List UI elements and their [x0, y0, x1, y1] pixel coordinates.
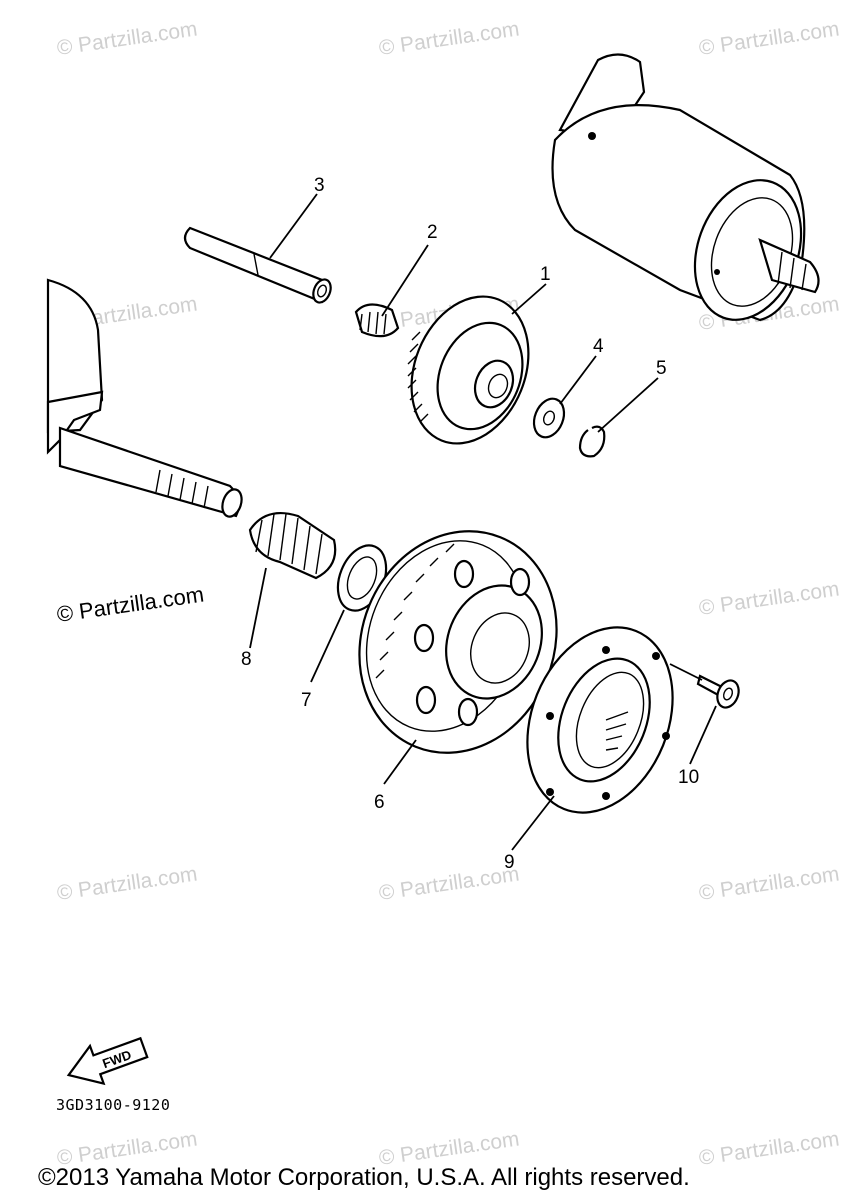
watermark: © Partzilla.com: [55, 17, 198, 59]
bolt: [696, 674, 740, 709]
starter-wheel-gear: [358, 530, 558, 754]
watermark: © Partzilla.com: [697, 577, 840, 619]
idler-gear: [407, 295, 530, 445]
callout-4: 4: [593, 336, 604, 357]
needle-bearing-small: [354, 303, 400, 338]
needle-bearing-large: [248, 512, 337, 580]
crankshaft: [46, 278, 243, 518]
circlip: [578, 425, 606, 458]
callout-5: 5: [656, 358, 667, 379]
callout-6: 6: [374, 792, 385, 813]
watermark: © Partzilla.com: [697, 17, 840, 59]
watermark-dark: © Partzilla.com: [55, 582, 205, 627]
shaft: [183, 226, 332, 304]
copyright-notice: ©2013 Yamaha Motor Corporation, U.S.A. A…: [38, 1164, 690, 1191]
watermark: © Partzilla.com: [377, 17, 520, 59]
one-way-clutch: [526, 626, 674, 814]
starter-motor: [551, 53, 820, 322]
watermark: © Partzilla.com: [377, 862, 520, 904]
washer: [532, 397, 566, 439]
watermark: © Partzilla.com: [697, 862, 840, 904]
callout-8: 8: [241, 649, 252, 670]
callout-1: 1: [540, 264, 551, 285]
leader-lines: [249, 193, 717, 851]
callouts: 1 2 3 4 5 6 7 8 9 10: [241, 175, 699, 873]
callout-2: 2: [427, 222, 438, 243]
callout-9: 9: [504, 852, 515, 873]
callout-3: 3: [314, 175, 325, 196]
watermark: © Partzilla.com: [697, 1127, 840, 1169]
callout-7: 7: [301, 690, 312, 711]
watermark: © Partzilla.com: [55, 862, 198, 904]
fwd-arrow: FWD: [66, 1036, 149, 1086]
callout-10: 10: [678, 767, 699, 788]
part-code: 3GD3100-9120: [56, 1096, 171, 1114]
